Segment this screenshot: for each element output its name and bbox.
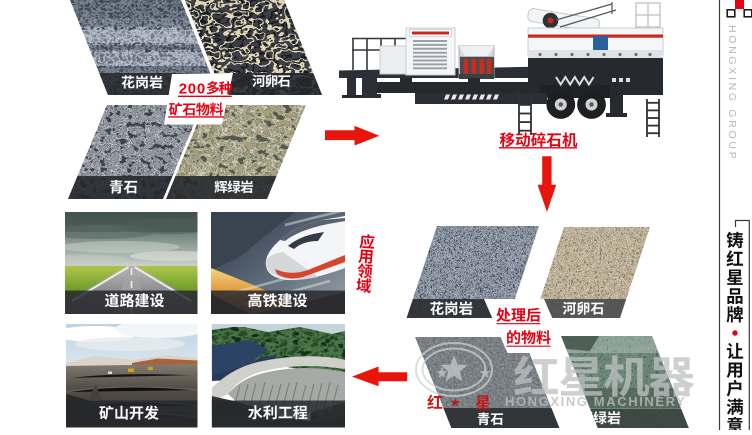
- svg-text:HONGXING MACHINERY: HONGXING MACHINERY: [505, 394, 686, 409]
- svg-text:200: 200: [179, 81, 206, 98]
- svg-text:HONGXING GROUP: HONGXING GROUP: [726, 25, 738, 161]
